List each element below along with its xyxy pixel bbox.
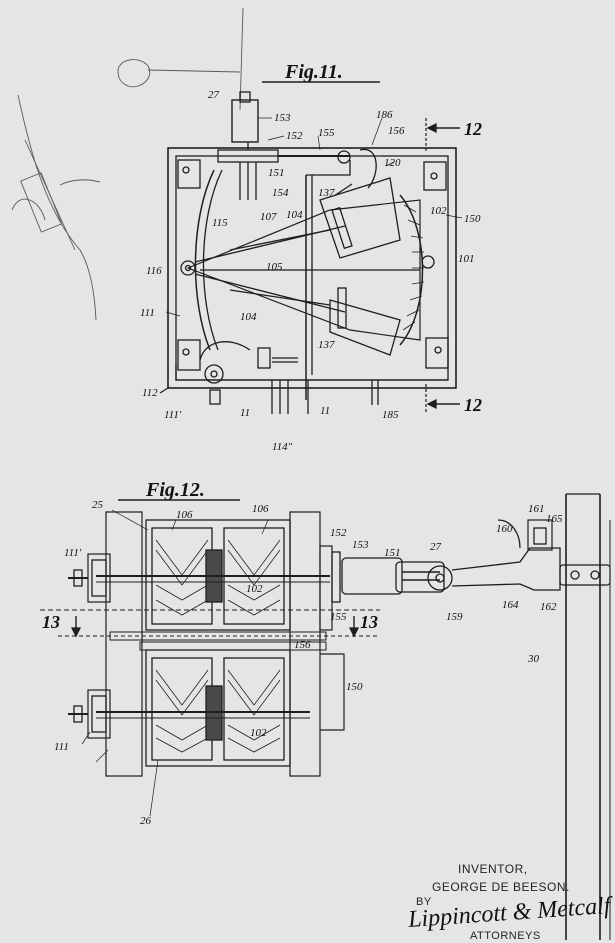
label-106-right: 106 [252,503,269,515]
label-114: 114" [272,441,293,453]
fig11-labels: 27 153 152 155 186 156 120 151 154 137 1… [140,89,481,453]
label-153: 153 [352,539,369,551]
label-162: 162 [540,601,557,613]
label-150: 150 [346,681,363,693]
label-156: 156 [294,639,311,651]
fig12-title: Fig.12. [145,479,205,501]
label-137-bottom: 137 [318,339,335,351]
label-26: 26 [140,815,152,827]
label-116: 116 [146,265,162,277]
label-115: 115 [212,217,228,229]
label-102: 102 [430,205,447,217]
label-107: 107 [260,211,277,223]
label-30: 30 [527,653,540,665]
label-165: 165 [546,513,563,525]
label-111-prime: 111' [164,409,182,421]
label-164: 164 [502,599,519,611]
label-151: 151 [384,547,401,559]
fig11-title: Fig.11. [284,61,343,83]
label-161: 161 [528,503,545,515]
inventor-name: GEORGE DE BEESON. [432,880,570,894]
pencil-sketch [11,7,244,321]
label-154: 154 [272,187,289,199]
fig12-section-marker-left: 13 [42,612,60,632]
by-label: BY [416,896,432,908]
label-104-top: 104 [286,209,303,221]
label-101: 101 [458,253,475,265]
label-155: 155 [318,127,335,139]
fig11-section-marker-top: 12 [464,119,482,139]
label-25: 25 [92,499,104,511]
label-105: 105 [266,261,283,273]
label-156: 156 [388,125,405,137]
fig12-section-marker-right: 13 [360,612,378,632]
figure-11: Fig.11. [159,61,482,415]
label-155: 155 [330,611,347,623]
label-137-top: 137 [318,187,335,199]
label-102-top: 102 [246,583,263,595]
label-150: 150 [464,213,481,225]
label-106-left: 106 [176,509,193,521]
label-120: 120 [384,157,401,169]
label-11-right: 11 [320,405,330,417]
label-152: 152 [330,527,347,539]
fig11-section-marker-bottom: 12 [464,395,482,415]
figure-12: Fig.12. [40,479,611,940]
label-153: 153 [274,112,291,124]
label-102-bottom: 102 [250,727,267,739]
fig12-labels: 25 106 106 111' 102 152 153 151 27 160 1… [54,499,563,827]
inventor-heading: INVENTOR, [458,862,528,876]
label-112: 112 [142,387,158,399]
label-11-left: 11 [240,407,250,419]
label-104-bottom: 104 [240,311,257,323]
label-111: 111 [140,307,155,319]
label-160: 160 [496,523,513,535]
label-159: 159 [446,611,463,623]
label-111: 111 [54,741,69,753]
label-111-prime: 111' [64,547,82,559]
label-151: 151 [268,167,285,179]
label-27: 27 [430,541,442,553]
label-186: 186 [376,109,393,121]
label-27: 27 [208,89,220,101]
attorneys-label: ATTORNEYS [470,930,541,942]
label-152: 152 [286,130,303,142]
label-185: 185 [382,409,399,421]
